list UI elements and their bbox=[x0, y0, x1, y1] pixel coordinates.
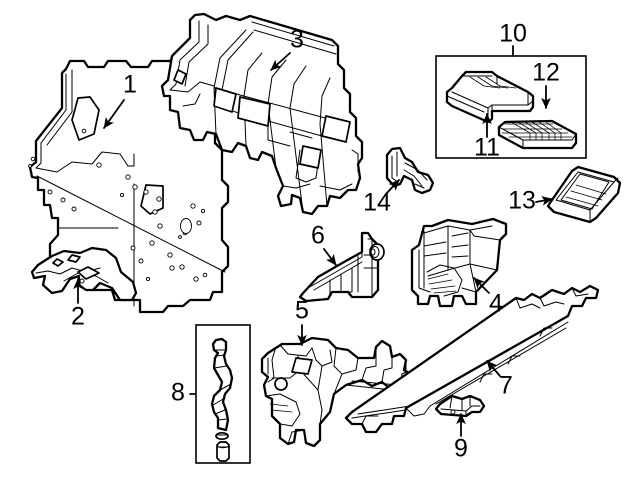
part-7-cowl-top-rail[interactable] bbox=[344, 284, 600, 434]
part-8-cowl-drain-hose[interactable] bbox=[210, 337, 234, 462]
callout-label-3[interactable]: 3 bbox=[290, 26, 304, 54]
leader-3 bbox=[270, 52, 291, 71]
callout-label-8[interactable]: 8 bbox=[171, 379, 185, 407]
callout-label-12[interactable]: 12 bbox=[532, 59, 560, 87]
part-9-cowl-mounting-clip[interactable] bbox=[434, 394, 486, 418]
callout-label-7[interactable]: 7 bbox=[499, 372, 513, 400]
callout-label-11[interactable]: 11 bbox=[474, 134, 500, 162]
part-8-drain-hose-box[interactable] bbox=[195, 324, 251, 464]
leader-13 bbox=[535, 196, 553, 206]
callout-label-6[interactable]: 6 bbox=[311, 222, 325, 250]
leader-6 bbox=[323, 248, 337, 266]
callout-label-1[interactable]: 1 bbox=[123, 71, 137, 99]
part-10-filter-assembly-box[interactable] bbox=[435, 55, 587, 159]
leader-7 bbox=[486, 360, 501, 377]
callout-label-4[interactable]: 4 bbox=[489, 290, 503, 318]
part-6-cowl-side-bracket[interactable] bbox=[298, 231, 385, 303]
leader-1 bbox=[103, 99, 125, 129]
callout-label-9[interactable]: 9 bbox=[454, 435, 468, 463]
part-11-cabin-filter-cover[interactable] bbox=[445, 70, 535, 124]
part-13-air-extractor-vent-grille[interactable] bbox=[546, 165, 622, 224]
callout-label-13[interactable]: 13 bbox=[508, 187, 536, 215]
part-5-cowl-side-panel[interactable] bbox=[260, 336, 418, 448]
part-2-lower-insulator-shield[interactable] bbox=[30, 246, 138, 302]
callout-label-2[interactable]: 2 bbox=[71, 303, 85, 331]
callout-leaders bbox=[73, 45, 553, 437]
part-3-dash-panel-assembly[interactable] bbox=[160, 12, 364, 216]
callout-numbers: 1 2 3 4 5 6 7 8 9 10 11 12 13 14 bbox=[71, 20, 560, 463]
leader-4 bbox=[473, 277, 490, 294]
callout-label-14[interactable]: 14 bbox=[363, 189, 391, 217]
part-12-cabin-air-filter-element[interactable] bbox=[497, 119, 578, 150]
callout-label-10[interactable]: 10 bbox=[499, 20, 527, 48]
callout-label-5[interactable]: 5 bbox=[295, 297, 309, 325]
leader-14 bbox=[385, 179, 400, 195]
